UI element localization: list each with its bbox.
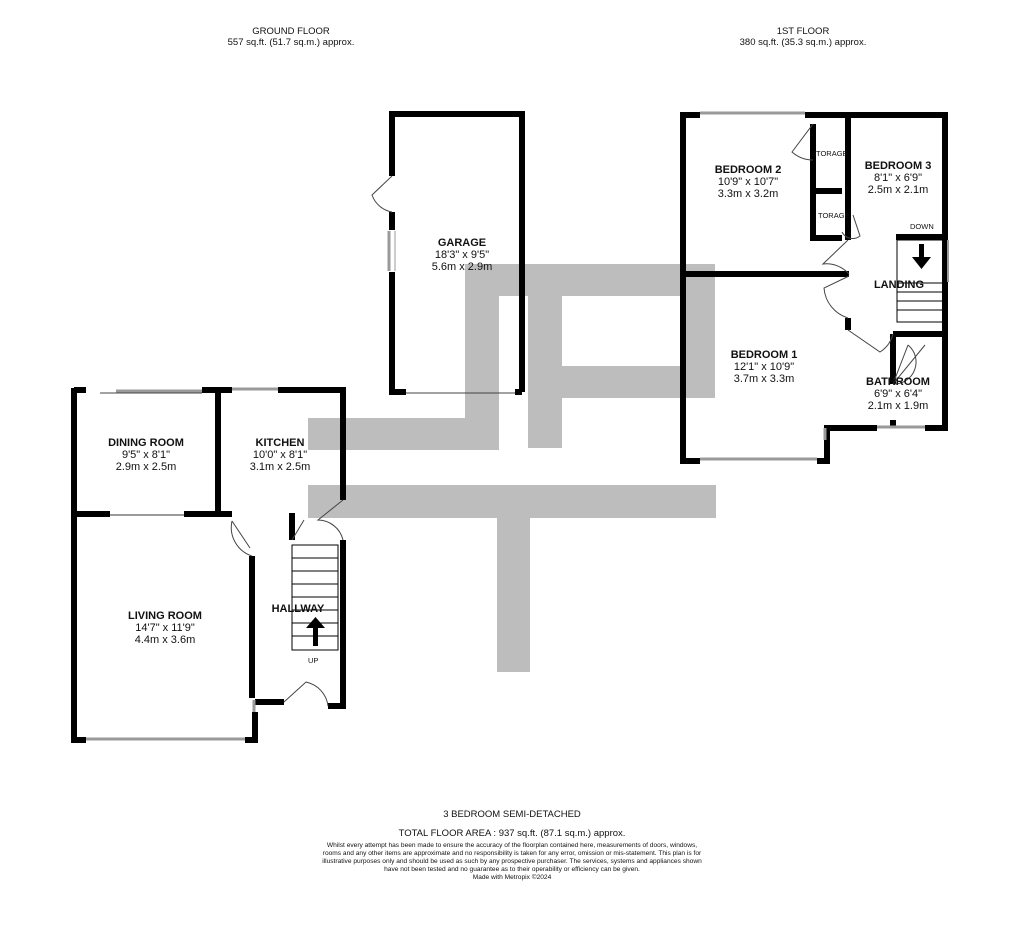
room-hallway: HALLWAY [271,603,325,615]
room-landing: LANDING [873,279,925,291]
property-type: 3 BEDROOM SEMI-DETACHED [443,809,581,820]
first-floor-details [700,111,949,461]
room-bedroom-2: BEDROOM 2 10'9" x 10'7" 3.3m x 3.2m [714,164,782,200]
room-living-room: LIVING ROOM 14'7" x 11'9" 4.4m x 3.6m [128,610,202,646]
first-floor-title: 1ST FLOOR [776,26,830,37]
down-arrow-icon [912,244,931,269]
up-arrow-icon [306,617,325,646]
storage-label-2: TORAGE [818,211,850,220]
room-dining-room: DINING ROOM 9'5" x 8'1" 2.9m x 2.5m [108,437,184,473]
garage-walls [389,111,525,395]
watermark-logo [308,264,716,672]
ground-floor-walls [71,387,346,743]
disclaimer: Whilst every attempt has been made to en… [322,842,702,882]
ground-floor-details [86,387,344,741]
ground-floor-header: GROUND FLOOR 557 sq.ft. (51.7 sq.m.) app… [161,26,421,48]
ground-staircase [291,544,339,651]
disclaimer-text: Whilst every attempt has been made to en… [322,842,702,873]
first-floor-area: 380 sq.ft. (35.3 sq.m.) approx. [739,37,867,48]
room-bedroom-1: BEDROOM 1 12'1" x 10'9" 3.7m x 3.3m [730,349,798,385]
total-floor-area: TOTAL FLOOR AREA : 937 sq.ft. (87.1 sq.m… [398,828,626,839]
ground-floor-title: GROUND FLOOR [252,26,330,37]
first-floor-walls [680,112,948,464]
stair-up-label: UP [308,656,319,665]
room-garage: GARAGE 18'3" x 9'5" 5.6m x 2.9m [431,237,493,273]
stair-down-label: DOWN [910,222,934,231]
made-with-credit: Made with Metropix ©2024 [472,874,552,881]
first-staircase [896,239,944,323]
storage-label-1: STORAGE [811,149,848,158]
first-floor-header: 1ST FLOOR 380 sq.ft. (35.3 sq.m.) approx… [673,26,933,48]
room-bedroom-3: BEDROOM 3 8'1" x 6'9" 2.5m x 2.1m [864,160,932,196]
ground-floor-area: 557 sq.ft. (51.7 sq.m.) approx. [227,37,355,48]
room-kitchen: KITCHEN 10'0" x 8'1" 3.1m x 2.5m [249,437,311,473]
garage-details [371,175,515,394]
room-bathroom: BATHROOM 6'9" x 6'4" 2.1m x 1.9m [866,376,930,412]
